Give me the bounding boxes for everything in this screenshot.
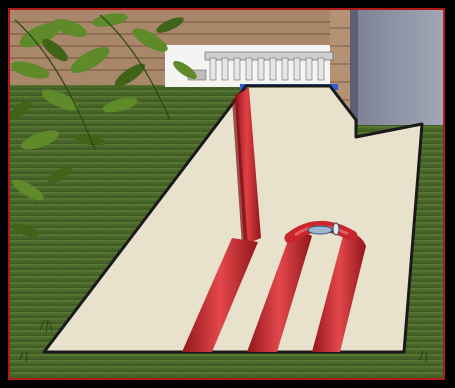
- viewport: [6, 10, 445, 380]
- neighbor-wall: [350, 10, 445, 125]
- crawlspace-opening: [165, 45, 340, 87]
